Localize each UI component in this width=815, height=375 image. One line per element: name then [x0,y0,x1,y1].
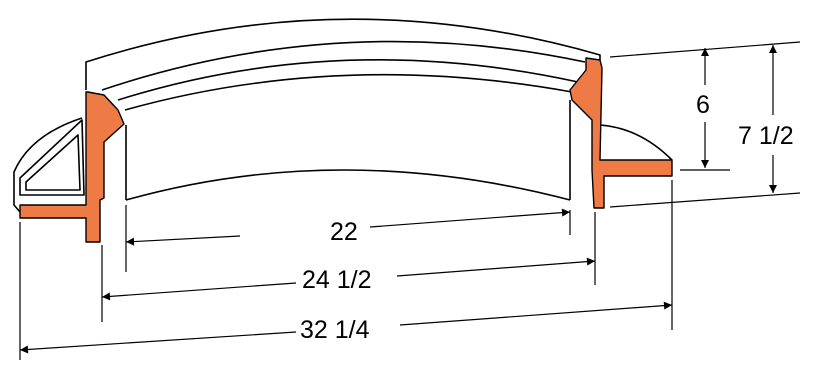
extension-lines [19,41,801,360]
dim-22-line-right [369,208,571,228]
ring-top-outer-edge [85,18,601,90]
right-cross-section [569,57,673,209]
dim-label-flange-height: 6 [696,91,710,119]
ring-top-inner-edge [101,40,586,91]
ring-inner-lip [124,73,573,111]
cross-sections [19,57,673,243]
dim-label-mid-diameter: 24 1/2 [302,266,372,294]
dim-32-line-right [399,301,673,326]
dim-24-line-left [101,282,297,301]
ring-body [13,18,673,213]
dimension-lines [19,45,777,354]
ring-bottom-curve [125,169,571,201]
ring-lip-edge [117,59,579,101]
dim-22-line-left [125,235,241,246]
left-gusset-inner [25,134,81,191]
right-flange-top [599,124,673,161]
dim-32-line-left [19,331,297,354]
left-flange-top [13,117,83,213]
dim-label-inner-diameter: 22 [330,218,358,246]
dim-24-line-right [396,257,596,277]
dim-label-outer-diameter: 32 1/4 [300,316,370,344]
dim-label-overall-height: 7 1/2 [738,122,794,150]
left-cross-section [19,91,125,243]
